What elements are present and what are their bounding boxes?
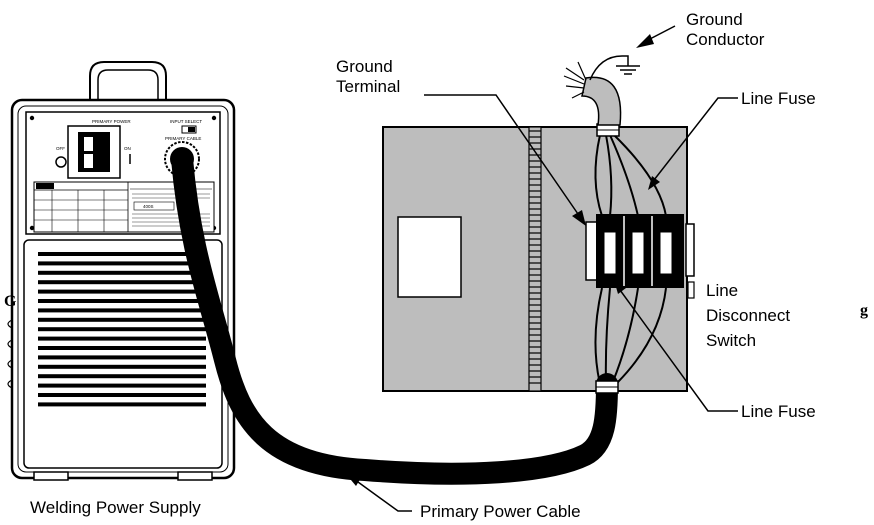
pilot-light-icon — [55, 156, 67, 168]
louver-slot — [38, 402, 206, 407]
svg-text:G: G — [4, 293, 17, 310]
label-line-disconnect-3: Switch — [706, 331, 756, 350]
label-welding-power-supply: Welding Power Supply — [30, 498, 201, 517]
cooling-louvers — [38, 252, 206, 407]
louver-slot — [38, 280, 206, 285]
callout-leaders — [346, 25, 738, 512]
label-line-fuse-top: Line Fuse — [741, 89, 816, 108]
label-ground-conductor-1: Ground — [686, 10, 743, 29]
off-label: OFF — [56, 146, 65, 151]
louver-slot — [38, 374, 206, 379]
model-label: 400S — [143, 204, 154, 209]
label-ground-conductor-2: Conductor — [686, 30, 765, 49]
welding-power-supply: PRIMARY POWER OFF ON INPUT SELECT PRIMAR… — [4, 61, 236, 481]
primary-cable-label: PRIMARY CABLE — [165, 136, 201, 141]
on-label: ON — [124, 146, 131, 151]
disconnect-box — [382, 123, 695, 392]
primary-power-cable — [171, 148, 618, 485]
fuse-1 — [603, 231, 617, 275]
label-primary-power-cable: Primary Power Cable — [420, 502, 581, 521]
louver-slot — [38, 327, 206, 332]
label-ground-terminal-2: Terminal — [336, 77, 400, 96]
svg-text:g: g — [860, 302, 868, 319]
louver-slot — [38, 364, 206, 369]
primary-power-label: PRIMARY POWER — [92, 119, 131, 124]
louver-slot — [38, 270, 206, 275]
door-window — [397, 216, 462, 298]
disconnect-handle[interactable] — [685, 223, 695, 277]
fuse-2 — [631, 231, 645, 275]
label-line-fuse-bottom: Line Fuse — [741, 402, 816, 421]
louver-slot — [38, 336, 206, 341]
louver-slot — [38, 383, 206, 388]
input-select-label: INPUT SELECT — [170, 119, 202, 124]
louver-slot — [38, 317, 206, 322]
fuse-3 — [659, 231, 673, 275]
louver-slot — [38, 252, 206, 256]
label-ground-terminal-1: Ground — [336, 57, 393, 76]
louver-slot — [38, 289, 206, 294]
louver-slot — [38, 299, 206, 303]
label-line-disconnect-2: Disconnect — [706, 306, 790, 325]
supply-conduit — [563, 55, 640, 126]
louver-slot — [38, 261, 206, 266]
louver-slot — [38, 393, 206, 397]
louver-slot — [38, 355, 206, 360]
louver-slot — [38, 308, 206, 313]
door-hinge — [529, 130, 541, 384]
label-line-disconnect-1: Line — [706, 281, 738, 300]
louver-slot — [38, 346, 206, 350]
